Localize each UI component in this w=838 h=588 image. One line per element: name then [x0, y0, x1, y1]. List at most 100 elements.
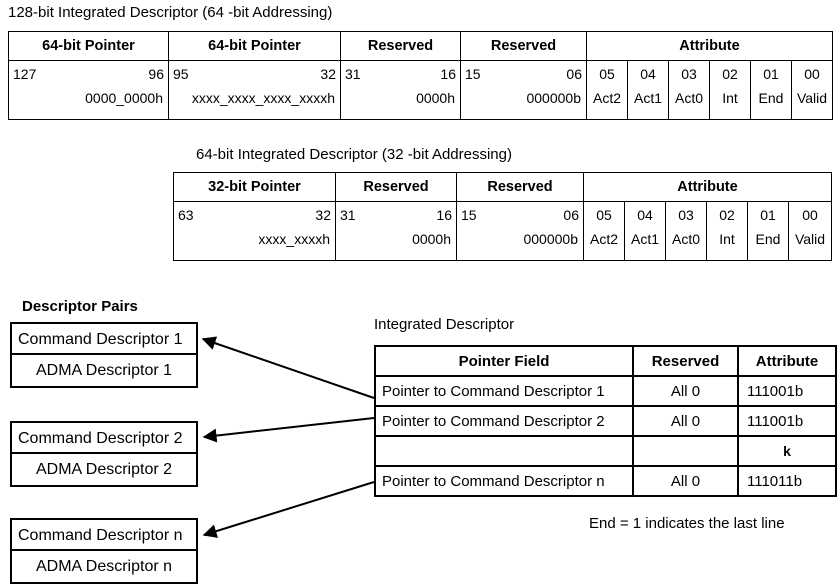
- attr-bit-name-act2: Act2: [589, 231, 618, 247]
- attr-bit-number-05: 05: [599, 66, 615, 82]
- title-64bit-descriptor: 64-bit Integrated Descriptor (32 -bit Ad…: [196, 146, 512, 163]
- attr-bit-number-01: 01: [760, 207, 776, 223]
- bit-hi-31: 31: [345, 66, 361, 82]
- attribute-n: 111011b: [737, 465, 837, 497]
- header-reserved-2: Reserved: [460, 31, 587, 61]
- cell-attr-bit-00: 00 Valid: [790, 60, 834, 120]
- header-attribute: Attribute: [585, 31, 834, 61]
- cell-attr-bit-05: 05 Act2: [583, 201, 625, 261]
- attr-bit-number-05: 05: [596, 207, 612, 223]
- command-descriptor-2: Command Descriptor 2: [12, 423, 196, 454]
- attribute-continuation-marker: k: [737, 435, 837, 467]
- value-32bit-pointer: xxxx_xxxxh: [258, 231, 330, 247]
- header-attribute: Attribute: [582, 172, 833, 202]
- table-row: Pointer to Command Descriptor 2 All 0 11…: [374, 405, 837, 437]
- bit-lo-16: 16: [440, 66, 456, 82]
- attr-bit-name-end: End: [755, 231, 781, 247]
- header-reserved-1: Reserved: [335, 172, 457, 202]
- attr-bit-name-act1: Act1: [633, 90, 662, 106]
- attr-bit-number-01: 01: [763, 66, 779, 82]
- cell-reserved-15-06: 15 06 000000b: [456, 201, 584, 261]
- table-64bit-header-row: 32-bit Pointer Reserved Reserved Attribu…: [173, 172, 833, 202]
- attr-bit-name-int: Int: [719, 231, 735, 247]
- cell-attr-bit-00: 00 Valid: [787, 201, 833, 261]
- bit-lo-06: 06: [563, 207, 579, 223]
- command-descriptor-1: Command Descriptor 1: [12, 324, 196, 355]
- column-header-reserved: Reserved: [632, 345, 739, 377]
- value-pointer-high: 0000_0000h: [85, 90, 163, 106]
- arrow-to-descriptor-pair-1: [201, 336, 375, 399]
- reserved-n: All 0: [632, 465, 739, 497]
- reserved-ellipsis: [632, 435, 739, 467]
- integrated-descriptor-header-row: Pointer Field Reserved Attribute: [374, 345, 837, 377]
- cell-attr-bit-01: 01 End: [747, 201, 789, 261]
- attr-bit-number-04: 04: [637, 207, 653, 223]
- bit-hi-95: 95: [173, 66, 189, 82]
- footnote-end-bit: End = 1 indicates the last line: [589, 515, 785, 532]
- column-header-attribute: Attribute: [737, 345, 837, 377]
- table-row: Pointer to Command Descriptor n All 0 11…: [374, 465, 837, 497]
- attr-bit-name-act2: Act2: [592, 90, 621, 106]
- value-reserved-000000b: 000000b: [523, 231, 578, 247]
- pointer-field-n: Pointer to Command Descriptor n: [374, 465, 634, 497]
- attr-bit-number-03: 03: [681, 66, 697, 82]
- table-128bit-integrated-descriptor: 64-bit Pointer 64-bit Pointer Reserved R…: [8, 31, 834, 120]
- pointer-field-2: Pointer to Command Descriptor 2: [374, 405, 634, 437]
- cell-attr-bit-04: 04 Act1: [624, 201, 666, 261]
- table-128bit-header-row: 64-bit Pointer 64-bit Pointer Reserved R…: [8, 31, 834, 61]
- value-reserved-000000b: 000000b: [526, 90, 581, 106]
- cell-reserved-31-16: 31 16 0000h: [340, 60, 461, 120]
- attr-bit-name-act1: Act1: [630, 231, 659, 247]
- cell-reserved-15-06: 15 06 000000b: [460, 60, 587, 120]
- cell-32bit-pointer: 63 32 xxxx_xxxxh: [173, 201, 336, 261]
- cell-reserved-31-16: 31 16 0000h: [335, 201, 457, 261]
- reserved-2: All 0: [632, 405, 739, 437]
- integrated-descriptor-heading: Integrated Descriptor: [374, 316, 515, 333]
- table-64bit-integrated-descriptor: 32-bit Pointer Reserved Reserved Attribu…: [173, 172, 833, 261]
- descriptor-pairs-heading: Descriptor Pairs: [22, 298, 138, 315]
- descriptor-pair-box-2: Command Descriptor 2 ADMA Descriptor 2: [10, 421, 198, 487]
- attribute-2: 111001b: [737, 405, 837, 437]
- arrow-to-descriptor-pair-2: [202, 417, 375, 443]
- descriptor-pair-box-n: Command Descriptor n ADMA Descriptor n: [10, 518, 198, 584]
- adma-descriptor-1: ADMA Descriptor 1: [35, 362, 173, 379]
- attr-bit-name-int: Int: [722, 90, 738, 106]
- bit-hi-15: 15: [461, 207, 477, 223]
- bit-hi-127: 127: [13, 66, 37, 82]
- cell-64bit-pointer-low: 95 32 xxxx_xxxx_xxxx_xxxxh: [168, 60, 341, 120]
- bit-lo-16: 16: [436, 207, 452, 223]
- attr-bit-number-00: 00: [804, 66, 820, 82]
- bit-lo-32: 32: [315, 207, 331, 223]
- title-128bit-descriptor: 128-bit Integrated Descriptor (64 -bit A…: [8, 4, 333, 21]
- integrated-descriptor-table: Pointer Field Reserved Attribute Pointer…: [374, 345, 837, 497]
- command-descriptor-n: Command Descriptor n: [12, 520, 196, 551]
- adma-descriptor-2: ADMA Descriptor 2: [35, 461, 173, 478]
- bit-lo-32: 32: [320, 66, 336, 82]
- value-reserved-0000h: 0000h: [416, 90, 455, 106]
- cell-attr-bit-02: 02 Int: [706, 201, 748, 261]
- attr-bit-number-04: 04: [640, 66, 656, 82]
- descriptor-pair-box-1: Command Descriptor 1 ADMA Descriptor 1: [10, 322, 198, 388]
- bit-hi-63: 63: [178, 207, 194, 223]
- column-header-pointer-field: Pointer Field: [374, 345, 634, 377]
- reserved-1: All 0: [632, 375, 739, 407]
- value-reserved-0000h: 0000h: [412, 231, 451, 247]
- table-64bit-data-row: 63 32 xxxx_xxxxh 31 16 0000h 15 06 00000…: [173, 201, 833, 261]
- attr-bit-number-00: 00: [802, 207, 818, 223]
- cell-64bit-pointer-high: 127 96 0000_0000h: [8, 60, 169, 120]
- attr-bit-number-02: 02: [719, 207, 735, 223]
- attr-bit-name-valid: Valid: [796, 90, 828, 106]
- table-row: k: [374, 435, 837, 467]
- bit-lo-96: 96: [148, 66, 164, 82]
- cell-attr-bit-04: 04 Act1: [627, 60, 669, 120]
- attr-bit-name-act0: Act0: [674, 90, 703, 106]
- table-128bit-data-row: 127 96 0000_0000h 95 32 xxxx_xxxx_xxxx_x…: [8, 60, 834, 120]
- attr-bit-name-act0: Act0: [671, 231, 700, 247]
- attr-bit-name-valid: Valid: [794, 231, 826, 247]
- bit-lo-06: 06: [566, 66, 582, 82]
- attr-bit-name-end: End: [758, 90, 784, 106]
- header-reserved-2: Reserved: [456, 172, 584, 202]
- pointer-field-ellipsis: [374, 435, 634, 467]
- arrow-to-descriptor-pair-n: [202, 481, 375, 538]
- bit-hi-15: 15: [465, 66, 481, 82]
